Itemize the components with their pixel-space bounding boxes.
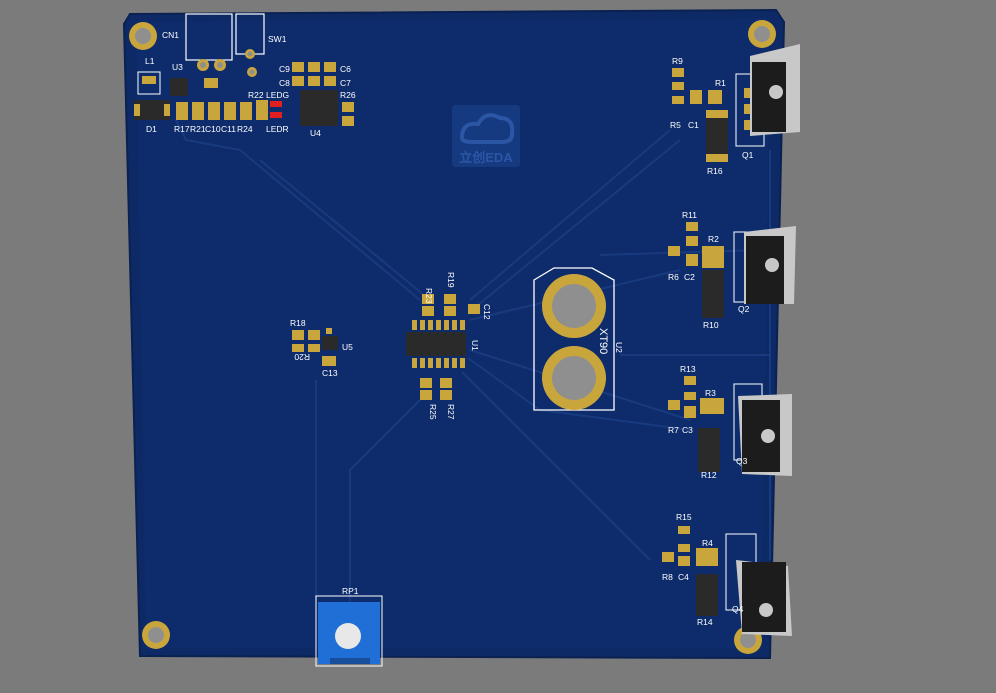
label-r14: R14 <box>697 617 713 627</box>
label-r20: R20 <box>294 352 310 362</box>
label-u2: U2 <box>614 342 624 353</box>
label-c9: C9 <box>279 64 290 74</box>
label-l1: L1 <box>145 56 155 66</box>
label-c10: C10 <box>205 124 221 134</box>
label-r22: R22 <box>248 90 264 100</box>
label-r2: R2 <box>708 234 719 244</box>
label-r23: R23 <box>424 288 434 304</box>
label-d1: D1 <box>146 124 157 134</box>
label-cn1: CN1 <box>162 30 179 40</box>
switch-sw1[interactable] <box>235 13 265 77</box>
label-c1: C1 <box>688 120 699 130</box>
label-c12: C12 <box>482 304 492 320</box>
label-q4: Q4 <box>732 604 744 614</box>
label-u1: U1 <box>470 340 480 351</box>
label-u3: U3 <box>172 62 183 72</box>
label-c3: C3 <box>682 425 693 435</box>
mosfet-channel-4 <box>662 526 792 636</box>
ic-u1 <box>406 294 480 400</box>
label-c8: C8 <box>279 78 290 88</box>
label-r13: R13 <box>680 364 696 374</box>
label-ledr: LEDR <box>266 124 289 134</box>
copper-traces <box>175 119 771 641</box>
label-r21: R21 <box>190 124 206 134</box>
label-r11: R11 <box>682 210 697 220</box>
label-c13: C13 <box>322 368 338 378</box>
label-u5: U5 <box>342 342 353 352</box>
mosfet-channel-2 <box>668 222 796 318</box>
label-r10: R10 <box>703 320 719 330</box>
label-r17: R17 <box>174 124 190 134</box>
silkscreen-labels: CN1 SW1 L1 U3 D1 R17 R21 C10 C11 R24 R22… <box>145 30 754 627</box>
label-r27: R27 <box>446 404 456 420</box>
label-r6: R6 <box>668 272 679 282</box>
logo-text: 立创EDA <box>459 150 513 165</box>
easyeda-logo: 立创EDA <box>452 105 520 167</box>
label-r12: R12 <box>701 470 717 480</box>
trimmer-rp1[interactable] <box>315 595 383 667</box>
label-ledg: LEDG <box>266 90 289 100</box>
label-r8: R8 <box>662 572 673 582</box>
label-u4: U4 <box>310 128 321 138</box>
label-r3: R3 <box>705 388 716 398</box>
label-r26: R26 <box>340 90 356 100</box>
label-r16: R16 <box>707 166 723 176</box>
label-q2: Q2 <box>738 304 750 314</box>
label-r7: R7 <box>668 425 679 435</box>
mosfet-channel-3 <box>668 376 792 476</box>
label-sw1: SW1 <box>268 34 287 44</box>
label-c11: C11 <box>221 124 236 134</box>
ic-u4 <box>300 90 338 126</box>
label-xt90: XT90 <box>597 328 609 354</box>
label-r9: R9 <box>672 56 683 66</box>
label-r15: R15 <box>676 512 692 522</box>
label-r18: R18 <box>290 318 306 328</box>
label-c6: C6 <box>340 64 351 74</box>
connector-cn1 <box>185 13 233 71</box>
label-q3: Q3 <box>736 456 748 466</box>
mosfet-channel-1 <box>672 44 800 162</box>
power-section <box>134 62 354 126</box>
label-r4: R4 <box>702 538 713 548</box>
label-c2: C2 <box>684 272 695 282</box>
connector-xt90 <box>533 267 615 411</box>
label-r5: R5 <box>670 120 681 130</box>
label-r24: R24 <box>237 124 253 134</box>
label-r25: R25 <box>428 404 438 420</box>
trimmer-knob-icon[interactable] <box>335 623 361 649</box>
label-rp1: RP1 <box>342 586 359 596</box>
label-c4: C4 <box>678 572 689 582</box>
label-c7: C7 <box>340 78 351 88</box>
ic-u5-group <box>292 328 338 366</box>
label-r1: R1 <box>715 78 726 88</box>
label-q1: Q1 <box>742 150 754 160</box>
label-r19: R19 <box>446 272 456 288</box>
